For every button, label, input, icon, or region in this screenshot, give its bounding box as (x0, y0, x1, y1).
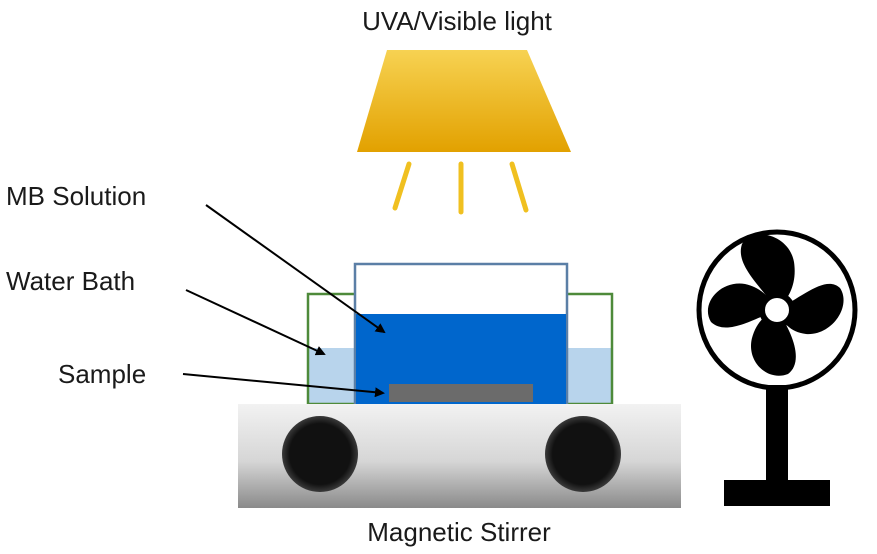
water-bath (306, 292, 614, 406)
lamp-icon (357, 50, 571, 152)
water-bath-label: Water Bath (6, 266, 135, 296)
stirrer-label: Magnetic Stirrer (367, 517, 551, 547)
stirrer-wheel-right (545, 416, 621, 492)
magnetic-stirrer (238, 404, 681, 508)
sample-arrow (182, 373, 385, 398)
fan-neck (766, 385, 788, 485)
mb-solution-label: MB Solution (6, 181, 146, 211)
stirrer-wheel-left (282, 416, 358, 492)
sample-label: Sample (58, 359, 146, 389)
light-rays (392, 161, 529, 215)
fan-hub (759, 292, 795, 328)
light-ray-right (509, 161, 529, 213)
pointer-arrows (182, 204, 386, 398)
beaker (353, 262, 569, 406)
light-label: UVA/Visible light (362, 6, 553, 36)
fan-base (724, 480, 830, 506)
fan-icon (696, 229, 858, 506)
fan-blades (707, 234, 844, 376)
water-bath-fill-left (308, 348, 358, 404)
mb-solution-arrow (205, 204, 386, 334)
water-bath-fill-right (566, 348, 612, 404)
water-bath-arrow (185, 289, 326, 356)
light-ray-left (392, 161, 412, 211)
sample (389, 384, 533, 402)
